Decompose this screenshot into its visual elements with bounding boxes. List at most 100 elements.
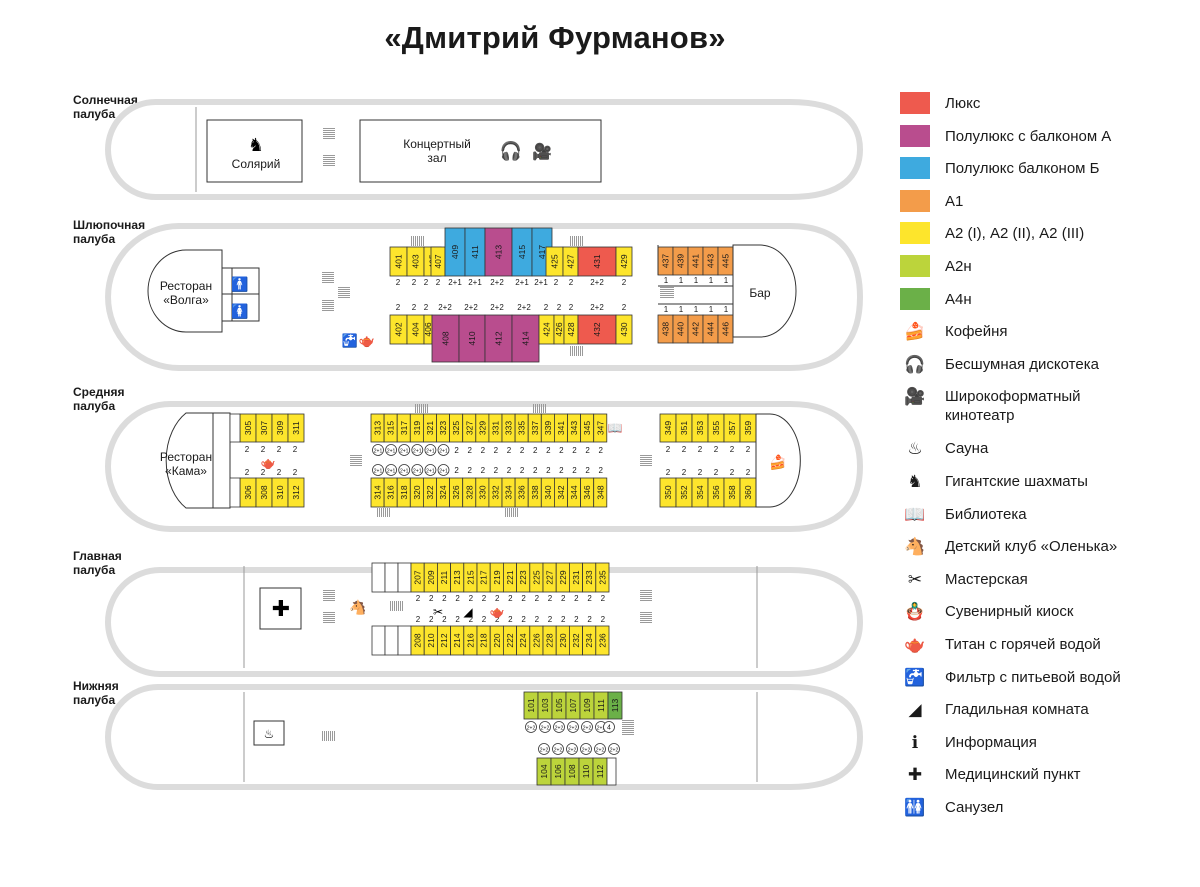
stair-step [322,310,334,311]
cabin-359: 359 [739,413,757,443]
bar-room [732,244,797,338]
cabin-number: 317 [399,421,409,435]
cabin-number: 306 [243,485,253,499]
cabin-437: 437 [657,246,674,276]
legend-item: А2н [900,255,1195,277]
cabin-number: 323 [438,421,448,435]
stair-step [323,600,335,601]
water-filter-icon: 🚰 [342,333,358,349]
cabin-338: 338 [527,477,542,508]
stair-step [537,404,538,413]
cabin-326: 326 [449,477,464,508]
cabin-number: 356 [711,485,721,499]
stair-step [640,598,652,599]
cabin-number: 442 [691,322,701,336]
berth-count: 2 [495,594,500,603]
cabin-216: 216 [463,625,478,656]
legend-label: Полулюкс балконом Б [945,160,1100,178]
cabin-number: 313 [373,421,383,435]
stair-step [541,404,542,413]
stair-step [640,618,652,619]
rocking-horse-icon: 🐴 [349,599,366,616]
cabin-321: 321 [422,413,437,443]
cabin-number: 407 [433,254,443,268]
stair-step [660,293,674,294]
cabin-number: 318 [399,485,409,499]
stair-step [390,601,391,611]
berth-count: 4 [607,725,611,732]
cabin-number: 315 [386,421,396,435]
berth-count: 2 [482,615,487,624]
berth-ring [437,444,450,456]
deck-plan: СолнечнаяпалубаСолярий♞Концертныйзал🎧🎥Шл… [73,93,864,790]
berth-count: 2 [561,594,566,603]
cabin-number: 351 [679,421,689,435]
berth-ring [539,721,551,733]
stair-step [322,304,334,305]
berth-count: 2 [455,594,460,603]
cabin-number: 208 [413,633,423,647]
cabin-336: 336 [514,477,529,508]
cabin-number: 414 [521,331,531,345]
cabin-number: 413 [494,245,504,259]
berth-count: 2 [396,278,401,287]
cabin-310: 310 [271,477,289,508]
tools-icon: ✂ [433,605,443,619]
legend-item: Люкс [900,92,1195,114]
stair-step [509,508,510,517]
legend-label: Сувенирный киоск [945,603,1074,621]
stair-step [660,295,674,296]
cabin-number: 355 [711,421,721,435]
cabin-number: 311 [291,421,301,435]
legend-label: А2 (I), А2 (II), А2 (III) [945,225,1085,243]
cabin-360: 360 [739,477,757,508]
cabin-number: 359 [743,421,753,435]
cabin-number: 331 [490,421,500,435]
cabin-337: 337 [527,413,542,443]
stair-step [387,508,388,517]
cabin-number: 357 [727,421,737,435]
stair-step [350,463,362,464]
stair-step [582,346,583,356]
stair-step [415,404,416,413]
cabin-number: 218 [479,633,489,647]
berth-count: 2 [467,446,472,455]
cabin-number: 225 [531,570,541,584]
cabin-number: 438 [661,322,671,336]
cabin-319: 319 [409,413,424,443]
berth-ring [566,743,578,755]
cabin-217: 217 [476,562,491,593]
cabin-351: 351 [675,413,693,443]
cabin-334: 334 [501,477,516,508]
cabin-108: 108 [564,757,580,786]
berth-ring [372,444,384,456]
cabin-432: 432 [577,314,617,345]
stair-step [640,590,652,591]
cabin-number: 223 [518,570,528,584]
medical-cross-icon: ✚ [272,597,290,622]
legend-swatch [900,124,930,147]
berth-count: 2 [293,468,298,477]
cabin-311: 311 [287,413,305,443]
cabin-box [287,477,305,508]
stair-step [507,508,508,517]
berth-count: 2 [559,446,564,455]
berth-count: 2 [261,468,266,477]
cabin-431: 431 [577,246,617,277]
cabin-box [511,314,540,363]
legend-swatch [900,222,930,245]
berth-count: 2 [533,466,538,475]
berth-count: 2 [396,303,401,312]
berth-count: 2 [482,594,487,603]
stair-step [322,280,334,281]
deck-name-lower-line: Нижняя [73,679,119,693]
berth-count: 2 [572,466,577,475]
berth-count: 2 [569,278,574,287]
service-room [229,477,241,508]
stair-step [622,724,634,725]
stair-step [517,508,518,517]
berth-count: 2 [412,278,417,287]
berth-count: 2 [424,278,429,287]
water-filter-icon: 🚰 [904,667,926,688]
berth-count: 2+2 [490,303,504,312]
